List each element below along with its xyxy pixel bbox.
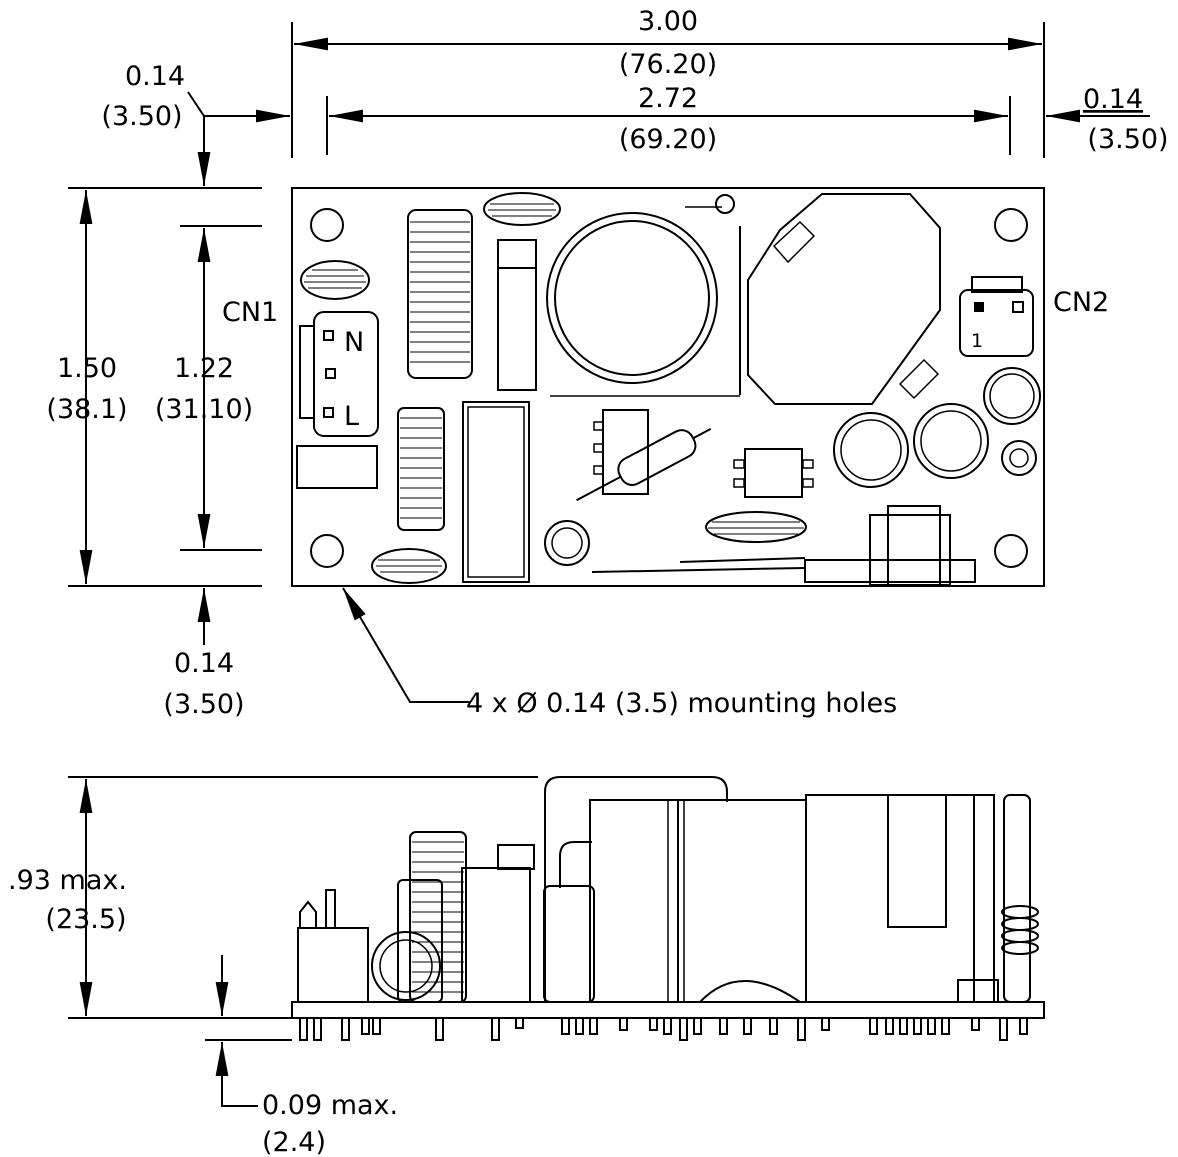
bulk-capacitor bbox=[546, 212, 718, 384]
cn2-connector: 1 bbox=[959, 276, 1034, 357]
transformer bbox=[550, 193, 941, 405]
cn1-pin-n: N bbox=[344, 327, 364, 358]
oval-components bbox=[300, 192, 807, 584]
inductor-coils bbox=[397, 209, 473, 531]
top-dimensions bbox=[68, 22, 1150, 703]
bottom-offset-mm: (3.50) bbox=[163, 689, 244, 720]
pcb-side-view bbox=[291, 776, 1045, 1041]
right-offset-mm: (3.50) bbox=[1087, 124, 1168, 155]
hole-spacing-width-mm: (31.10) bbox=[155, 394, 253, 425]
mounting-hole-top-left bbox=[310, 208, 344, 242]
left-offset-inch: 0.14 bbox=[125, 61, 185, 92]
max-height-mm: (23.5) bbox=[45, 904, 126, 935]
hole-spacing-inch: 2.72 bbox=[638, 83, 698, 114]
pin-length-inch: 0.09 max. bbox=[262, 1090, 398, 1121]
overall-length-inch: 3.00 bbox=[638, 6, 698, 37]
left-offset-mm: (3.50) bbox=[101, 101, 182, 132]
pcb-top-view: N L bbox=[291, 187, 1045, 587]
right-offset-inch: 0.14 bbox=[1083, 84, 1143, 115]
cn2-pin-1: 1 bbox=[971, 330, 983, 352]
dimension-labels: 3.00 (76.20) 2.72 (69.20) 0.14 (3.50) 0.… bbox=[46, 6, 1168, 720]
bottom-offset-inch: 0.14 bbox=[174, 648, 234, 679]
mounting-holes-callout: 4 x Ø 0.14 (3.5) mounting holes bbox=[466, 688, 897, 719]
cn1-connector: N L bbox=[299, 311, 379, 437]
cn1-pin-l: L bbox=[344, 401, 359, 432]
hole-spacing-width-inch: 1.22 bbox=[174, 353, 234, 384]
hole-spacing-mm: (69.20) bbox=[619, 124, 717, 155]
cn2-label: CN2 bbox=[1053, 287, 1109, 318]
max-height-inch: .93 max. bbox=[8, 865, 127, 896]
mounting-hole-top-right bbox=[994, 208, 1028, 242]
pin-length-mm: (2.4) bbox=[262, 1127, 326, 1157]
mounting-hole-bottom-left bbox=[310, 534, 344, 568]
overall-length-mm: (76.20) bbox=[619, 49, 717, 80]
overall-width-inch: 1.50 bbox=[57, 353, 117, 384]
mounting-hole-bottom-right bbox=[994, 534, 1028, 568]
overall-width-mm: (38.1) bbox=[46, 394, 127, 425]
side-dimensions: .93 max. (23.5) 0.09 max. (2.4) bbox=[8, 776, 538, 1157]
cn1-label: CN1 bbox=[222, 297, 278, 328]
